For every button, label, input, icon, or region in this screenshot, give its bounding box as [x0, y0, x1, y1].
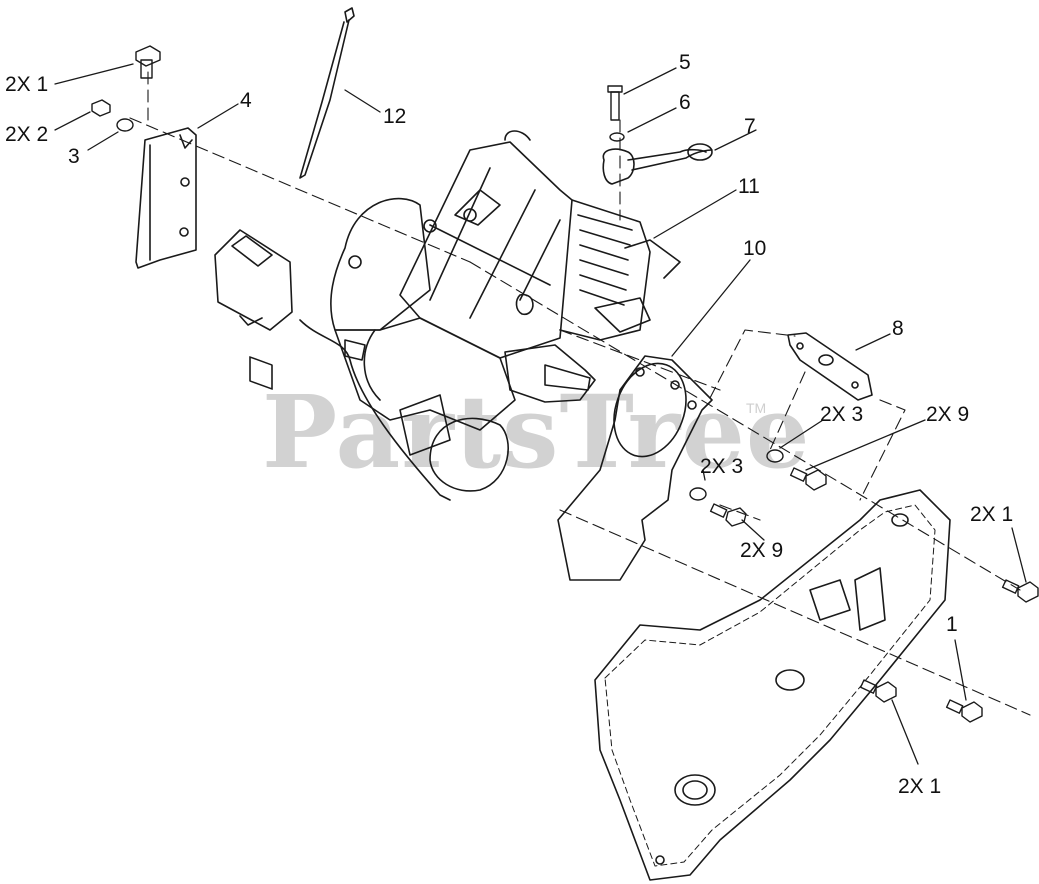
callout-11: 11 — [738, 175, 760, 198]
belt-cover-housing — [594, 489, 951, 881]
bolt-part-1-housing — [859, 679, 897, 703]
callout-7: 7 — [744, 115, 756, 138]
plate-part-10 — [557, 355, 713, 581]
callout-3-left: 3 — [68, 145, 80, 168]
callout-4: 4 — [240, 89, 252, 112]
bracket-part-8 — [787, 332, 873, 401]
callout-10: 10 — [743, 237, 767, 260]
assembly-axis-lines — [129, 71, 1031, 716]
bracket-part-4 — [135, 127, 197, 269]
bolt-part-9-upper — [789, 467, 827, 491]
callout-2x1-bottom: 2X 1 — [898, 775, 942, 798]
callout-2x9-lower: 2X 9 — [740, 539, 784, 562]
callout-2x2: 2X 2 — [5, 123, 49, 146]
callout-12: 12 — [383, 105, 407, 128]
bolt-part-1-lower-right — [945, 699, 983, 723]
nut-part-2 — [91, 99, 111, 117]
watermark-trademark: TM — [746, 400, 767, 416]
washer-part-3-upper — [766, 449, 784, 463]
washer-part-3-left — [116, 118, 134, 132]
switch-box — [214, 229, 293, 390]
cable-tie-part-12 — [299, 7, 355, 179]
bolt-part-5 — [607, 85, 623, 121]
callout-5: 5 — [679, 51, 691, 74]
bolt-part-1-right — [1001, 579, 1039, 603]
callout-2x9-upper: 2X 9 — [926, 403, 970, 426]
washer-part-6 — [609, 132, 625, 142]
callout-6: 6 — [679, 91, 691, 114]
leader-lines — [54, 63, 1027, 765]
lever-part-7 — [602, 143, 713, 185]
callout-1: 1 — [946, 613, 958, 636]
callout-2x3-lower: 2X 3 — [700, 455, 744, 478]
washer-part-3-lower — [689, 487, 707, 501]
callout-2x1-top-left: 2X 1 — [5, 73, 49, 96]
callout-2x1-right: 2X 1 — [970, 503, 1014, 526]
bolt-part-9-lower — [709, 503, 747, 527]
engine-assembly — [299, 130, 681, 501]
callout-2x3-upper: 2X 3 — [820, 403, 864, 426]
callout-8: 8 — [892, 317, 904, 340]
bolt-part-1-top — [135, 45, 161, 79]
